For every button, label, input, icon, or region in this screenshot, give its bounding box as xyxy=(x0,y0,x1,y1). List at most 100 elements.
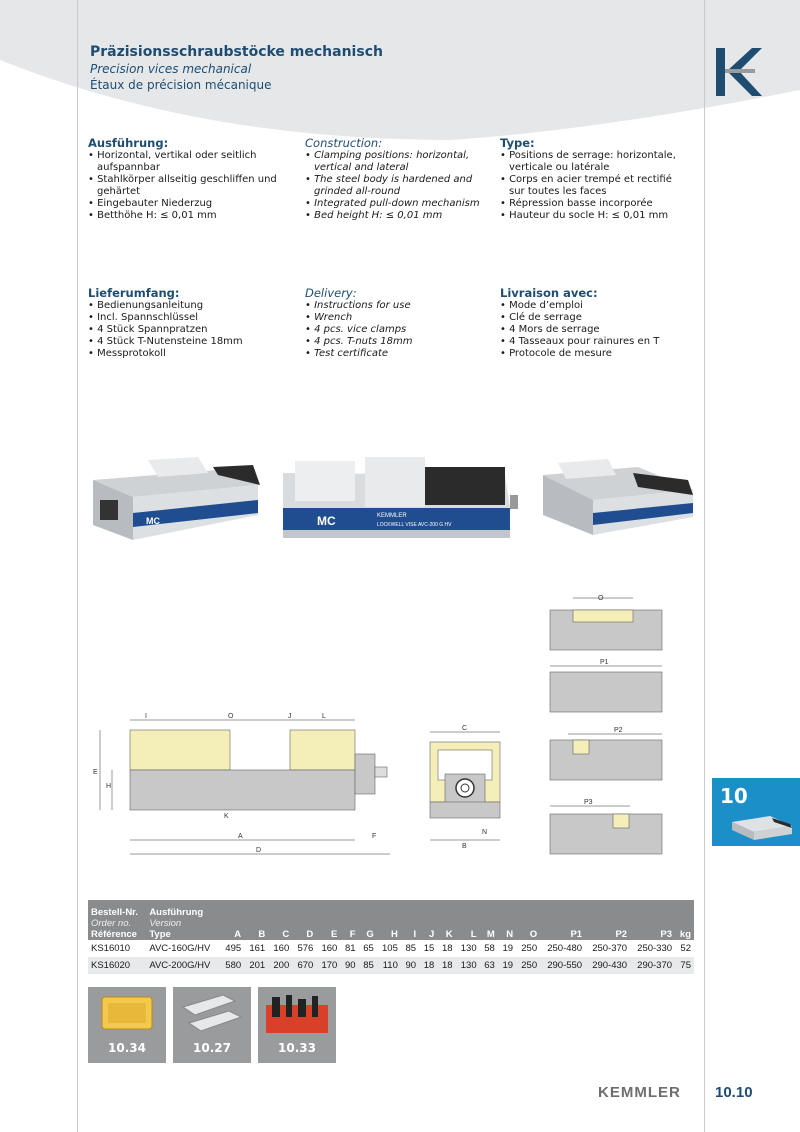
dim-label: D xyxy=(256,847,261,854)
dim-label: P3 xyxy=(584,799,593,806)
cell: 18 xyxy=(441,943,453,954)
dim-label: I xyxy=(145,713,147,720)
list-item: The steel body is hardened and grinded a… xyxy=(305,174,495,198)
accessory-page-ref: 10.34 xyxy=(108,1041,146,1055)
title-fr: Étaux de précision mécanique xyxy=(90,78,272,92)
dim-label: O xyxy=(228,713,234,720)
cell: 19 xyxy=(502,960,514,971)
cell: 85 xyxy=(405,943,417,954)
dim-label: H xyxy=(106,783,111,790)
drawing-side-view: I O J L E H K A F D xyxy=(93,713,390,855)
dim-label: P1 xyxy=(600,659,609,666)
list-item: Mode d’emploi xyxy=(500,300,690,312)
clamping-kit-icon xyxy=(266,995,328,1033)
dim-label: O xyxy=(598,595,604,602)
cell: 110 xyxy=(382,960,398,971)
spec-table: Bestell-Nr. Order no. Référence Ausführu… xyxy=(88,900,694,974)
dim-label: A xyxy=(238,833,243,840)
col-header: K xyxy=(445,929,453,940)
list-item: Clé de serrage xyxy=(500,312,690,324)
accessory-link-1[interactable]: 10.34 xyxy=(88,987,166,1063)
list-item: Hauteur du socle H: ≤ 0,01 mm xyxy=(500,210,690,222)
mc-label: MC xyxy=(317,514,336,528)
cell: 75 xyxy=(680,960,691,971)
col-header: E xyxy=(331,929,338,940)
heading-en: Construction: xyxy=(305,136,383,150)
list-item: 4 Stück Spannpratzen xyxy=(88,324,278,336)
accessory-link-2[interactable]: 10.27 xyxy=(173,987,251,1063)
header-curve xyxy=(0,60,800,140)
cell: 170 xyxy=(321,960,338,971)
cell: 85 xyxy=(363,960,374,971)
dim-label: P2 xyxy=(614,727,623,734)
list-item: Wrench xyxy=(305,312,495,324)
dim-label: L xyxy=(322,713,326,720)
cell: 19 xyxy=(502,943,514,954)
vice-thumbnail-icon xyxy=(732,816,792,840)
kemmler-logo-icon xyxy=(716,48,762,96)
heading-de: Ausführung: xyxy=(88,136,169,150)
col-header: A xyxy=(234,929,242,940)
col-header: P1 xyxy=(570,929,583,940)
cell: 105 xyxy=(382,943,398,954)
cell: 81 xyxy=(345,943,356,954)
heading-fr: Type: xyxy=(500,136,535,150)
col-header: D xyxy=(306,929,314,940)
drawing-top-views: O P1 P2 P3 xyxy=(549,595,663,855)
cell: 90 xyxy=(345,960,356,971)
col-header: I xyxy=(413,929,417,940)
col-order: Bestell-Nr. Order no. Référence xyxy=(91,907,138,940)
cell: 580 xyxy=(225,960,242,971)
cell: 290-550 xyxy=(547,960,583,971)
cell: 15 xyxy=(423,943,435,954)
list-item: Bedienungsanleitung xyxy=(88,300,278,312)
accessory-link-3[interactable]: 10.33 xyxy=(258,987,336,1063)
construction-de: Ausführung: Horizontal, vertikal oder se… xyxy=(88,137,278,222)
list-item: Stahlkörper allseitig geschliffen und ge… xyxy=(88,174,278,198)
footer-brand: KEMMLER xyxy=(598,1084,681,1101)
vice-photo-left: MC xyxy=(93,457,260,540)
dim-label: B xyxy=(462,843,467,850)
col-header: G xyxy=(366,929,374,940)
cell: 65 xyxy=(363,943,374,954)
list-item: 4 pcs. vice clamps xyxy=(305,324,495,336)
page-number: 10.10 xyxy=(715,1084,753,1101)
dim-label: N xyxy=(482,829,487,836)
dim-label: C xyxy=(462,725,467,732)
list-item: Clamping positions: horizontal, vertical… xyxy=(305,150,495,174)
cell: 160 xyxy=(273,943,290,954)
list-item: Betthöhe H: ≤ 0,01 mm xyxy=(88,210,278,222)
list-item: 4 pcs. T-nuts 18mm xyxy=(305,336,495,348)
cell: 250-330 xyxy=(637,943,673,954)
col-header: M xyxy=(486,929,495,940)
photo-caption: LOCKWELL VISE AVC-200 G HV xyxy=(377,522,452,528)
cell: 160 xyxy=(321,943,338,954)
cell: 161 xyxy=(249,943,266,954)
right-rule xyxy=(704,0,705,1132)
list-item: Répression basse incorporée xyxy=(500,198,690,210)
cell: 250 xyxy=(521,960,538,971)
cell: 670 xyxy=(297,960,314,971)
chapter-tab[interactable]: 10 xyxy=(712,778,800,846)
heading-en: Delivery: xyxy=(305,286,357,300)
col-header: P3 xyxy=(660,929,673,940)
cell: 52 xyxy=(680,943,691,954)
delivery-de: Lieferumfang: Bedienungsanleitung Incl. … xyxy=(88,287,278,360)
list-item: 4 Tasseaux pour rainures en T xyxy=(500,336,690,348)
cell: 495 xyxy=(225,943,242,954)
dim-label: K xyxy=(224,813,229,820)
cell: 290-370 xyxy=(637,960,673,971)
jaw-plates-icon xyxy=(181,994,243,1032)
cell: 18 xyxy=(423,960,435,971)
construction-en: Construction: Clamping positions: horizo… xyxy=(305,137,495,222)
left-rule xyxy=(77,0,78,1132)
table-row: KS16020 AVC-200G/HV 580 201 200 670 170 … xyxy=(88,957,694,974)
title-en: Precision vices mechanical xyxy=(90,62,252,76)
cell: 130 xyxy=(460,960,477,971)
col-header: O xyxy=(529,929,538,940)
cell: 130 xyxy=(460,943,477,954)
delivery-fr: Livraison avec: Mode d’emploi Clé de ser… xyxy=(500,287,690,360)
tnut-box-icon xyxy=(101,996,153,1030)
list-item: Integrated pull-down mechanism xyxy=(305,198,495,210)
vice-photo-right xyxy=(543,459,693,535)
